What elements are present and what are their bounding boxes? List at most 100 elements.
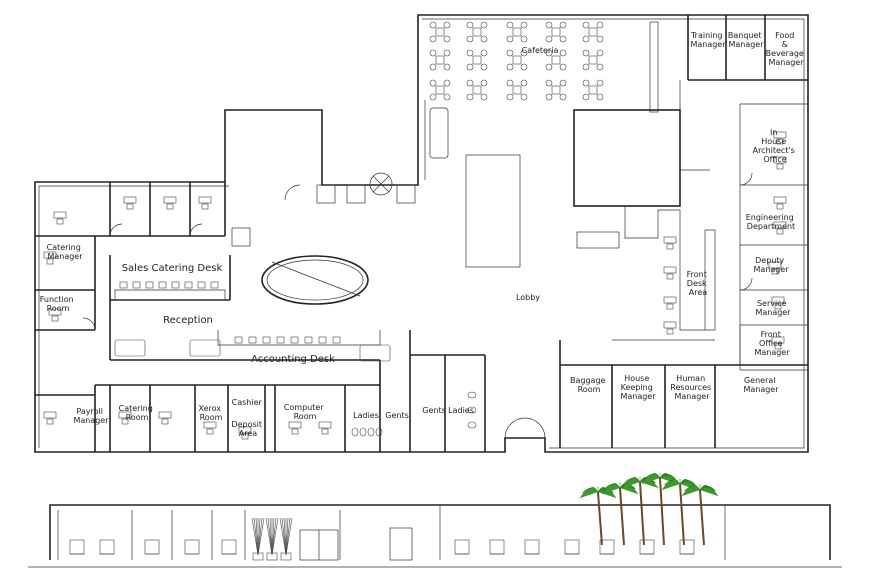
desk xyxy=(163,196,177,210)
svg-text:Front Desk Area: Front Desk Area xyxy=(687,270,710,297)
desk-chair xyxy=(184,281,193,289)
room-label-banquet-1: Banquet xyxy=(728,31,762,40)
palm-tree xyxy=(641,472,679,546)
desk-chair xyxy=(132,281,141,289)
svg-text:Baggage Room: Baggage Room xyxy=(570,376,608,394)
elevation-desk xyxy=(454,539,470,555)
toilet-fixture xyxy=(367,427,375,437)
cafeteria-table xyxy=(545,21,567,43)
desk xyxy=(318,421,332,435)
cafeteria-table xyxy=(582,49,604,71)
plant xyxy=(251,517,265,561)
svg-text:Service Manager: Service Manager xyxy=(755,299,791,317)
desk-chair xyxy=(145,281,154,289)
cafeteria-counter xyxy=(649,21,659,113)
desk-chair xyxy=(276,336,285,344)
room-label-ladies-1: Ladies xyxy=(353,411,379,420)
outer-walls xyxy=(34,14,809,453)
desk-chair xyxy=(210,281,219,289)
cafeteria-table xyxy=(545,79,567,101)
room-label-lobby: Lobby xyxy=(516,293,540,302)
office-desks xyxy=(43,131,787,440)
svg-text:House Keeping Mana: House Keeping Manager xyxy=(620,374,656,401)
toilet-fixture xyxy=(467,421,477,429)
bench xyxy=(576,231,620,249)
desk xyxy=(663,236,677,250)
toilet-fixture xyxy=(375,427,383,437)
elevation-view xyxy=(28,472,842,568)
room-label-gents-1: Gents xyxy=(385,411,409,420)
desk-chair xyxy=(318,336,327,344)
cafeteria-sofa xyxy=(429,107,449,159)
desk xyxy=(773,221,787,235)
desk-chair xyxy=(304,336,313,344)
toilet-fixture xyxy=(467,391,477,399)
desk xyxy=(773,196,787,210)
elevation-desk xyxy=(564,539,580,555)
desk-chair xyxy=(119,281,128,289)
palm-tree xyxy=(681,484,719,546)
desk-chair xyxy=(234,336,243,344)
svg-text:Banquet Manager: Banquet Manager xyxy=(728,31,764,49)
desk xyxy=(43,411,57,425)
cafeteria-table xyxy=(429,79,451,101)
svg-text:Catering Manager: Catering Manager xyxy=(47,243,84,261)
sofa xyxy=(359,344,391,362)
cafeteria-table xyxy=(506,49,528,71)
desk xyxy=(158,411,172,425)
room-label-reception: Reception xyxy=(163,315,213,326)
elevation-desk xyxy=(144,539,160,555)
room-label-banquet-2: Manager xyxy=(728,40,764,49)
room-labels: Cafeteria Training Manager Banquet Manag… xyxy=(40,31,807,438)
svg-text:Deputy Manager: Deputy Manager xyxy=(753,256,789,274)
cafeteria-table xyxy=(582,21,604,43)
doors xyxy=(82,172,753,439)
cafeteria-table xyxy=(545,49,567,71)
svg-text:Training Manager: Training Manager xyxy=(690,31,726,49)
desk xyxy=(663,321,677,335)
svg-text:In House Architect: In House Architect's Office xyxy=(753,128,798,164)
svg-text:Front Office Manag: Front Office Manager xyxy=(754,330,790,357)
elevation-desk xyxy=(639,539,655,555)
left-offices xyxy=(35,182,380,396)
cafeteria-table xyxy=(466,21,488,43)
room-label-gents-2: Gents xyxy=(422,406,446,415)
elevation-desk xyxy=(221,539,237,555)
elevation-desk xyxy=(524,539,540,555)
svg-text:Human Resources Ma: Human Resources Manager xyxy=(670,374,713,401)
desk-chair xyxy=(158,281,167,289)
desk xyxy=(53,211,67,225)
elevation-desk xyxy=(184,539,200,555)
cafeteria-table xyxy=(582,79,604,101)
room-label-cafeteria: Cafeteria xyxy=(522,46,559,55)
cafeteria-table xyxy=(506,21,528,43)
cafeteria-table xyxy=(466,79,488,101)
top-right-offices xyxy=(679,15,808,371)
desk xyxy=(288,421,302,435)
toilet-fixture xyxy=(351,427,359,437)
svg-text:Cashier Deposit Ar: Cashier Deposit Area xyxy=(231,398,264,438)
palm-tree xyxy=(661,478,699,546)
toilet-fixture xyxy=(359,427,367,437)
desk xyxy=(771,336,785,350)
lobby-table xyxy=(465,154,521,268)
kitchen-block xyxy=(573,109,681,207)
desk xyxy=(43,251,57,265)
desk-chair xyxy=(248,336,257,344)
svg-text:Food & Beverage: Food & Beverage Manager xyxy=(766,31,807,67)
room-label-sales-catering: Sales Catering Desk xyxy=(122,263,223,274)
desk xyxy=(768,261,782,275)
elevation-desk xyxy=(99,539,115,555)
desk xyxy=(771,296,785,310)
desk xyxy=(198,196,212,210)
sofa xyxy=(114,339,146,357)
desk-chair xyxy=(262,336,271,344)
room-label-ladies-2: Ladies xyxy=(448,406,474,415)
toilet-fixture xyxy=(467,406,477,414)
cafeteria-table xyxy=(429,21,451,43)
svg-text:Function Room: Function Room xyxy=(40,295,77,313)
plant xyxy=(279,517,293,561)
cafeteria-table xyxy=(466,49,488,71)
desk-chair xyxy=(332,336,341,344)
cafeteria-table xyxy=(506,79,528,101)
